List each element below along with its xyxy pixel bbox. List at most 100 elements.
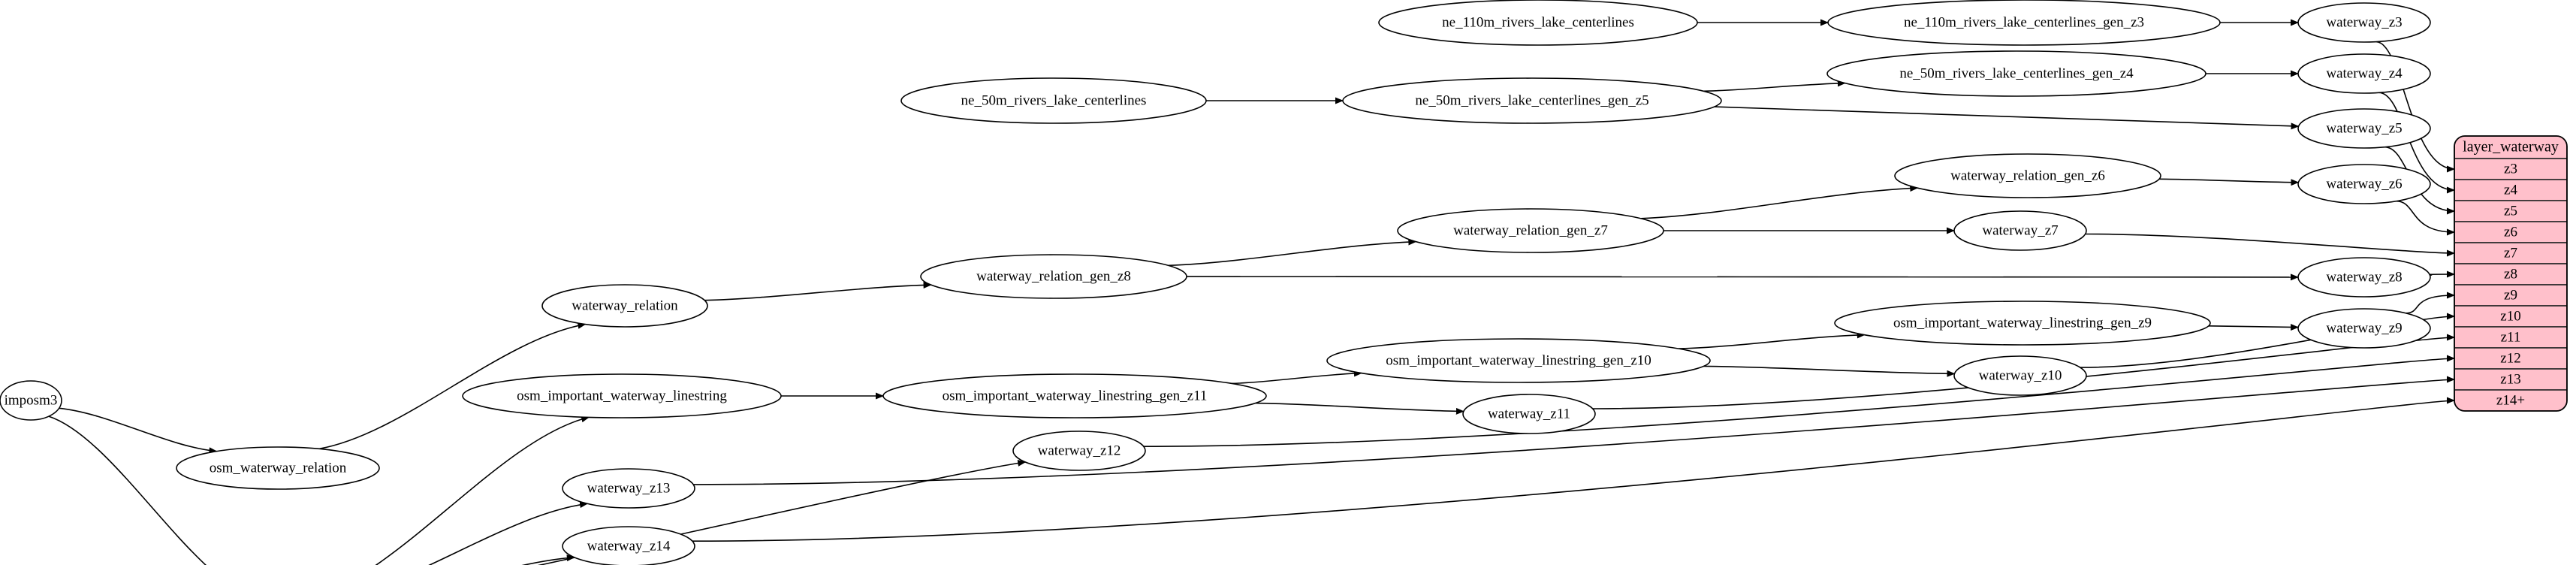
node-label: ne_50m_rivers_lake_centerlines <box>961 92 1147 108</box>
graph-node[interactable]: waterway_z6 <box>2297 164 2431 204</box>
graph-edge <box>1714 106 2300 130</box>
graph-node[interactable]: waterway_relation_gen_z6 <box>1894 153 2161 198</box>
node-ellipse[interactable] <box>2297 53 2431 94</box>
node-ellipse[interactable] <box>2297 308 2431 349</box>
node-label: waterway_z14 <box>587 538 671 554</box>
graph-edge <box>318 322 587 450</box>
node-label: waterway_z4 <box>2326 65 2403 81</box>
legend-row-label: z14+ <box>2496 392 2525 408</box>
graph-node[interactable]: osm_important_waterway_linestring_gen_z9 <box>1834 301 2211 346</box>
node-label: waterway_z3 <box>2326 14 2402 30</box>
node-ellipse[interactable] <box>1342 77 1722 124</box>
graph-edge <box>693 376 2455 485</box>
graph-node[interactable]: waterway_z14 <box>562 526 695 565</box>
node-ellipse[interactable] <box>1378 0 1698 46</box>
graph-edge <box>704 281 932 301</box>
node-ellipse[interactable] <box>462 373 782 418</box>
graph-node[interactable]: waterway_relation_gen_z8 <box>920 254 1187 299</box>
graph-edge <box>375 415 590 565</box>
graph-node[interactable]: waterway_z13 <box>562 468 695 509</box>
node-ellipse[interactable] <box>0 380 62 421</box>
graph-node[interactable]: ne_50m_rivers_lake_centerlines <box>900 77 1207 124</box>
node-ellipse[interactable] <box>562 468 695 509</box>
node-ellipse[interactable] <box>2297 164 2431 204</box>
node-ellipse[interactable] <box>900 77 1207 124</box>
legend-row-label: z9 <box>2504 287 2517 303</box>
graph-node[interactable]: waterway_relation_gen_z7 <box>1397 208 1664 253</box>
node-ellipse[interactable] <box>1397 208 1664 253</box>
node-ellipse[interactable] <box>1827 0 2221 46</box>
graph-node[interactable]: waterway_z11 <box>1462 394 1596 434</box>
node-label: waterway_z6 <box>2326 176 2402 192</box>
node-label: waterway_z9 <box>2326 320 2402 336</box>
node-label: waterway_z7 <box>1982 222 2058 238</box>
graph-node[interactable]: ne_110m_rivers_lake_centerlines <box>1378 0 1698 46</box>
graph-node[interactable]: imposm3 <box>0 380 62 421</box>
legend-row-cell[interactable] <box>2454 368 2567 391</box>
node-ellipse[interactable] <box>1953 210 2087 251</box>
node-ellipse[interactable] <box>920 254 1187 299</box>
legend-row-cell[interactable] <box>2454 389 2567 411</box>
legend-row-label: z13 <box>2500 371 2520 387</box>
graph-edge <box>2427 270 2455 278</box>
node-ellipse[interactable] <box>1012 431 1146 471</box>
node-ellipse[interactable] <box>1326 338 1711 383</box>
graph-node[interactable]: osm_important_waterway_linestring_gen_z1… <box>1326 338 1711 383</box>
graph-node[interactable]: waterway_z5 <box>2297 108 2431 149</box>
graph-edge <box>1703 80 1846 92</box>
node-ellipse[interactable] <box>882 373 1267 418</box>
node-ellipse[interactable] <box>1826 50 2206 97</box>
graph-node[interactable]: waterway_z8 <box>2297 257 2431 298</box>
node-label: osm_important_waterway_linestring_gen_z1… <box>1386 352 1651 368</box>
node-ellipse[interactable] <box>562 526 695 565</box>
legend-row-cell[interactable] <box>2454 242 2567 264</box>
graph-edge <box>1703 365 1956 377</box>
graph-edge <box>537 460 1027 565</box>
graph-node[interactable]: waterway_z4 <box>2297 53 2431 94</box>
legend-row-label: z6 <box>2504 224 2517 240</box>
node-ellipse[interactable] <box>541 284 708 328</box>
node-ellipse[interactable] <box>2297 257 2431 298</box>
node-ellipse[interactable] <box>1462 394 1596 434</box>
legend-row-cell[interactable] <box>2454 221 2567 243</box>
node-ellipse[interactable] <box>2297 108 2431 149</box>
legend-row-cell[interactable] <box>2454 347 2567 370</box>
graph-edge <box>1255 402 1464 415</box>
node-label: osm_waterway_relation <box>210 460 347 476</box>
graph-edge <box>2158 178 2300 186</box>
legend-row-cell[interactable] <box>2454 305 2567 328</box>
graph-edge <box>1168 238 1417 267</box>
node-label: osm_important_waterway_linestring_gen_z9 <box>1893 315 2152 331</box>
graph-node[interactable]: waterway_z7 <box>1953 210 2087 251</box>
node-label: ne_50m_rivers_lake_centerlines_gen_z4 <box>1899 65 2134 81</box>
node-ellipse[interactable] <box>1834 301 2211 346</box>
graph-edge <box>59 407 218 455</box>
node-label: waterway_relation_gen_z7 <box>1453 222 1608 238</box>
graph-node[interactable]: waterway_z12 <box>1012 431 1146 471</box>
node-ellipse[interactable] <box>176 446 380 490</box>
graph-node[interactable]: ne_110m_rivers_lake_centerlines_gen_z3 <box>1827 0 2221 46</box>
legend-box: layer_waterwayz3z4z5z6z7z8z9z10z11z12z13… <box>2454 135 2568 412</box>
graph-node[interactable]: ne_50m_rivers_lake_centerlines_gen_z5 <box>1342 77 1722 124</box>
graph-node[interactable]: osm_important_waterway_linestring <box>462 373 782 418</box>
graph-node[interactable]: ne_50m_rivers_lake_centerlines_gen_z4 <box>1826 50 2206 97</box>
edge-layer <box>48 19 2455 565</box>
node-ellipse[interactable] <box>1894 153 2161 198</box>
legend-row-label: z7 <box>2504 245 2517 261</box>
node-ellipse[interactable] <box>2297 2 2431 43</box>
legend-outline <box>2454 135 2568 412</box>
graph-edge <box>2085 233 2455 257</box>
graph-edge <box>2080 313 2455 368</box>
graph-node[interactable]: waterway_z10 <box>1953 355 2087 396</box>
graph-edge <box>1679 331 1866 349</box>
graph-node[interactable]: waterway_z3 <box>2297 2 2431 43</box>
graph-edge <box>1640 185 1919 219</box>
graph-node[interactable]: osm_waterway_relation <box>176 446 380 490</box>
graph-node[interactable]: waterway_z9 <box>2297 308 2431 349</box>
legend-row-cell[interactable] <box>2454 263 2567 286</box>
node-ellipse[interactable] <box>1953 355 2087 396</box>
graph-node[interactable]: osm_important_waterway_linestring_gen_z1… <box>882 373 1267 418</box>
legend-row-cell[interactable] <box>2454 179 2567 201</box>
graph-node[interactable]: waterway_relation <box>541 284 708 328</box>
